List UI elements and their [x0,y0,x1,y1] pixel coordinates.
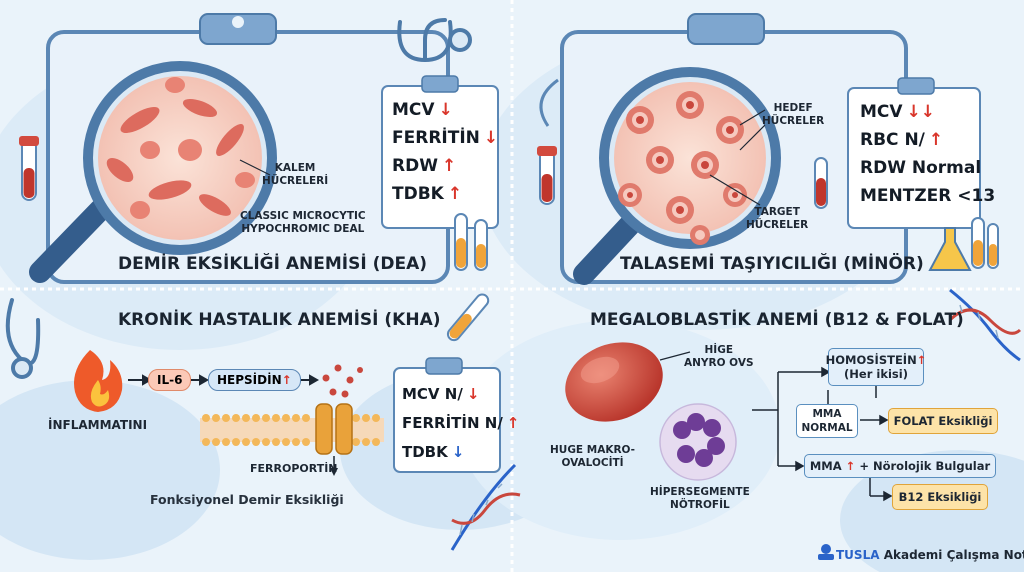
lab-row: MCV↓ [392,96,498,124]
neuro-label: + Nörolojik Bulgular [859,459,991,473]
dea-pencil-cells [106,77,255,219]
dna-icon-right [948,288,1022,362]
lab-test-name: MCV [392,100,435,120]
arrow-down-icon: ↓ [483,128,499,148]
huge-label: HUGE MAKRO- OVALOCİTİ [550,444,636,469]
iron-dots [322,364,363,398]
lab-row: TDBK↑ [392,180,498,208]
mega-title: MEGALOBLASTİK ANEMİ (B12 & FOLAT) [590,310,964,330]
b12-box: B12 Eksikliği [892,484,988,510]
lab-row: FERRİTİN N/↑ [402,409,519,438]
arrow-up-icon: ↑ [441,156,457,176]
lab-test-name: RDW Normal [860,158,982,178]
dea-test-tube [19,136,39,201]
ferroportin-channel [315,403,353,476]
dna-icon-left [450,463,521,551]
normal-label: NORMAL [801,422,853,434]
fonksiyonel-label: Fonksiyonel Demir Eksikliği [150,492,344,507]
lab-row: FERRİTİN↓ [392,124,498,152]
homosistein-label: HOMOSİSTEİN [825,353,917,367]
double-arrow-down-icon: ↓↓ [906,102,936,122]
dea-cell-label: KALEM HÜCRELERİ [262,162,329,187]
talasemi-title: TALASEMİ TAŞIYICILIĞI (MİNÖR) [620,254,924,274]
her-ikisi-label: (Her ikisi) [844,367,908,381]
tal-lab-values: MCV↓↓ RBC N/↑ RDW Normal MENTZER <13 [860,98,995,210]
lab-row: RDW↑ [392,152,498,180]
arrow-up-icon: ↑ [447,184,463,204]
lab-test-name: RBC N/ [860,130,925,150]
lab-test-name: FERRİTİN [392,128,480,148]
kha-stethoscope [5,298,41,379]
arrow-down-icon: ↓ [438,100,453,120]
kha-lab-values: MCV N/↓ FERRİTİN N/↑ TDBK↓ [402,380,519,467]
hepsidin-chip: HEPSİDİN↑ [208,369,301,391]
lab-row: MENTZER <13 [860,182,995,210]
mma-label: MMA [809,459,842,473]
tal-label-bottom: TARGET HÜCRELER [746,206,809,231]
kha-title: KRONİK HASTALIK ANEMİSİ (KHA) [118,310,441,330]
il6-chip: IL-6 [148,369,192,391]
kha-lab-card [393,357,501,473]
tal-label-top: HEDEF HÜCRELER [762,102,825,127]
folat-box: FOLAT Eksikliği [888,408,998,434]
brand-name: TUSLA [836,548,880,562]
lab-row: RBC N/↑ [860,126,995,154]
footer: TUSLA Akademi Çalışma Notları [836,548,1024,562]
tal-side-tube [814,157,828,209]
dea-pointer-line [239,159,271,176]
arrow-up-icon: ↑ [281,373,292,387]
dea-stethoscope [397,18,472,63]
dea-tubes [454,213,488,271]
lab-test-name: MENTZER <13 [860,186,996,206]
arrow-up-icon: ↑ [506,414,520,432]
mma-label: MMA [812,408,842,420]
lab-test-name: TDBK [392,184,444,204]
kha-test-tube-top [446,293,490,342]
tal-flasks [928,217,999,271]
lab-row: MCV↓↓ [860,98,995,126]
lab-row: TDBK↓ [402,438,519,467]
hypersegmented-neutrophil [659,403,737,481]
membrane [200,414,384,446]
dea-title: DEMİR EKSİKLİĞİ ANEMİSİ (DEA) [118,254,428,274]
lab-test-name: RDW [392,156,438,176]
lab-test-name: TDBK [402,443,448,461]
arrow-down-icon: ↓ [466,385,480,403]
dea-note: CLASSIC MICROCYTIC HYPOCHROMIC DEAL [240,210,366,235]
macro-ovalocyte [565,342,663,422]
homosistein-box: HOMOSİSTEİN↑ (Her ikisi) [825,348,927,386]
mma-up-box: MMA ↑ + Nörolojik Bulgular [804,454,996,478]
notrofil-label: HİPERSEGMENTE NÖTROFİL [650,486,750,511]
mega-flow-lines [752,366,893,502]
tal-lab-card [847,77,981,229]
tal-curve-arrow [539,78,559,127]
arrow-up-icon: ↑ [928,130,944,150]
fire-icon [74,350,123,412]
tal-test-tube [537,146,557,205]
arrow-up-icon: ↑ [845,459,856,473]
arrow-down-icon: ↓ [451,443,465,461]
brand-icon [818,544,834,560]
dea-lab-values: MCV↓ FERRİTİN↓ RDW↑ TDBK↑ [392,96,498,208]
lab-test-name: MCV N/ [402,385,463,403]
lab-test-name: MCV [860,102,903,122]
ferroportin-label: FERROPORTİN [250,462,338,475]
mma-normal-box: MMA NORMAL [796,404,858,438]
dea-lab-card [381,75,499,229]
hige-label: HİGE ANYRO OVS [684,344,754,369]
lab-row: RDW Normal [860,154,995,182]
lab-test-name: FERRİTİN N/ [402,414,503,432]
hepsidin-label: HEPSİDİN [217,373,282,387]
footer-text: Akademi Çalışma Notları [883,548,1024,562]
lab-row: MCV N/↓ [402,380,519,409]
inflam-label: İNFLAMMATINI [48,418,148,432]
tal-target-cells [618,91,747,245]
arrow-up-icon: ↑ [916,353,927,367]
